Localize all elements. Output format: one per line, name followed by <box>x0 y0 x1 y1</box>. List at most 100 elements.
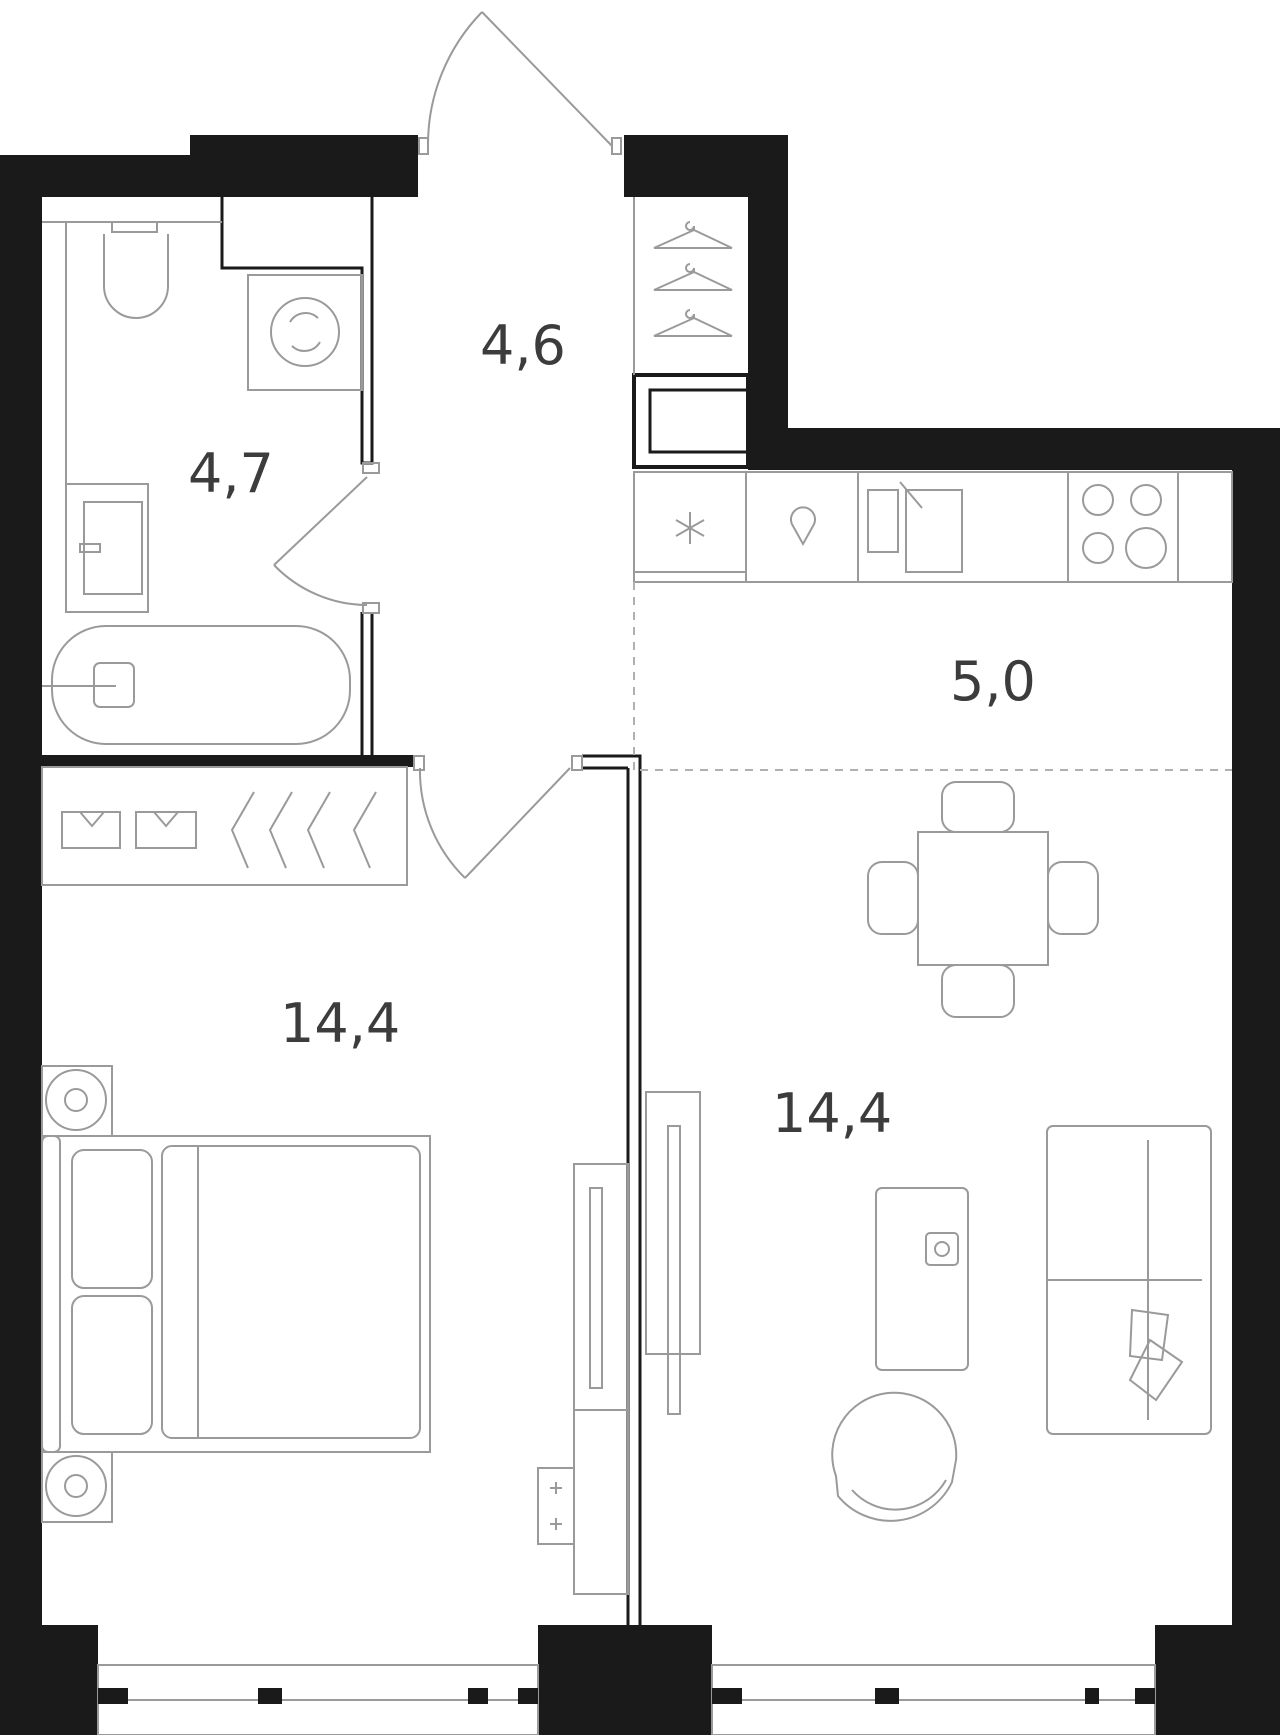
bed-blanket <box>161 1145 421 1439</box>
stove-burner-icon-3 <box>1082 532 1114 564</box>
living-area-label: 14,4 <box>772 1082 892 1145</box>
sink-small-basin-icon <box>867 489 899 553</box>
entrance-door-jamb-right <box>611 137 622 155</box>
nightstand-top-lamp-icon <box>45 1069 107 1131</box>
nightstand-top <box>41 1065 113 1137</box>
hanger-icon-1 <box>653 221 733 249</box>
tv-stand <box>645 1091 701 1355</box>
hanger-side-icon-4 <box>352 791 377 869</box>
double-bed <box>41 1135 431 1453</box>
entrance-door-jamb-left <box>418 137 429 155</box>
kitchen-counter <box>633 471 1233 583</box>
bed-pillow-1 <box>71 1149 153 1289</box>
dining-table <box>917 831 1049 966</box>
washing-machine-arrows-icon <box>289 312 321 352</box>
wall-left <box>0 155 42 1655</box>
sink-cabinet-icon <box>65 483 149 613</box>
bed-pillow-2 <box>71 1295 153 1435</box>
socket-panel <box>537 1467 575 1545</box>
living-furniture <box>645 1091 1212 1522</box>
nightstand-bottom <box>41 1451 113 1523</box>
tv-screen-icon <box>667 1125 681 1415</box>
wall-top-right <box>748 428 1280 470</box>
partition-bath-bottom <box>42 755 414 767</box>
hanger-side-icon-1 <box>230 791 255 869</box>
bedroom-tv-stand <box>573 1163 629 1595</box>
coffee-table-object-icon <box>925 1232 959 1266</box>
folded-shirt-icon-2 <box>135 811 197 849</box>
partition-bedroom-living <box>582 754 642 1625</box>
wall-bottom-middle-pier <box>538 1625 712 1735</box>
bathroom-door-jamb-top <box>362 462 380 474</box>
room-labels: 4,7 4,6 5,0 14,4 14,4 <box>188 314 1036 1145</box>
bathroom-area-label: 4,7 <box>188 442 274 505</box>
hanger-side-icon-2 <box>268 791 293 869</box>
wall-top-left-raised <box>190 135 418 197</box>
dining-chair-top <box>941 781 1015 833</box>
stove-burner-icon-4 <box>1125 527 1167 569</box>
folded-shirt-icon-1 <box>61 811 121 849</box>
nightstand-bottom-lamp-inner-icon <box>64 1474 88 1498</box>
sink-basin-icon <box>83 501 143 595</box>
closet-niche-inner <box>648 388 750 454</box>
dining-chair-left <box>867 861 919 935</box>
dishwasher-drop-icon <box>790 506 816 547</box>
stove-burner-icon-1 <box>1082 484 1114 516</box>
wall-bottom-right-pier <box>1155 1625 1280 1735</box>
nightstand-bottom-lamp-icon <box>45 1455 107 1517</box>
armchair-icon <box>831 1391 958 1522</box>
wall-right <box>1232 428 1280 1728</box>
snowflake-icon <box>675 512 705 544</box>
bathroom-door-jamb-bottom <box>362 602 380 614</box>
hanger-icon-2 <box>653 263 733 291</box>
doors <box>273 11 622 879</box>
kitchen-fixtures <box>633 471 1233 771</box>
bedroom-door-jamb-right <box>571 755 583 771</box>
partitions <box>42 197 750 1625</box>
bedroom-tv-screen-icon <box>589 1187 603 1389</box>
entrance-door-swing <box>426 11 483 147</box>
dining-chair-bottom <box>941 964 1015 1018</box>
washing-machine-icon <box>247 274 363 391</box>
wall-bottom-left-pier <box>0 1625 98 1735</box>
hanger-side-icon-3 <box>306 791 331 869</box>
window-bedroom-mullion-3 <box>468 1688 488 1704</box>
sofa-pillow-icon-1 <box>1128 1308 1170 1362</box>
window-living-mullion-2 <box>875 1688 899 1704</box>
sink-large-basin-icon <box>905 489 963 573</box>
toilet-icon <box>103 234 169 319</box>
socket-plus-icon-2 <box>550 1518 562 1530</box>
bedroom-area-label: 14,4 <box>280 992 400 1055</box>
coffee-table-object-dot <box>934 1241 950 1257</box>
window-bedroom-mullion-2 <box>258 1688 282 1704</box>
armchair-seat-icon <box>851 1479 947 1511</box>
bedroom-wardrobe <box>41 766 408 886</box>
window-living-mullion-4 <box>1135 1688 1155 1704</box>
bedroom-door-jamb-left <box>413 755 425 771</box>
sofa-pillow-icon-2 <box>1128 1338 1184 1402</box>
kitchen-faucet-icon <box>899 481 923 509</box>
hallway-closet <box>633 197 733 375</box>
entrance-door-leaf <box>481 11 613 147</box>
bed-headboard <box>41 1135 61 1453</box>
bedroom-door-leaf <box>464 767 571 879</box>
window-living-mullion-1 <box>712 1688 742 1704</box>
nightstand-top-lamp-inner-icon <box>64 1088 88 1112</box>
partition-shaft <box>220 197 374 465</box>
window-living-mullion-3 <box>1085 1688 1099 1704</box>
washing-machine-drum-icon <box>270 297 340 367</box>
dining-chair-right <box>1047 861 1099 935</box>
wall-top-left <box>0 155 195 197</box>
hallway-area-label: 4,6 <box>480 314 566 377</box>
windows <box>97 1664 1156 1735</box>
bathroom-door-swing <box>273 564 368 606</box>
window-bedroom-mullion-4 <box>518 1688 538 1704</box>
toilet-tank-icon <box>111 221 158 233</box>
socket-plus-icon-1 <box>550 1482 562 1494</box>
bathroom-fixtures <box>42 221 363 745</box>
wall-closet-column <box>748 135 788 435</box>
walls <box>0 135 1280 1735</box>
dining-set <box>867 781 1099 1018</box>
bathroom-door-leaf <box>273 476 368 566</box>
